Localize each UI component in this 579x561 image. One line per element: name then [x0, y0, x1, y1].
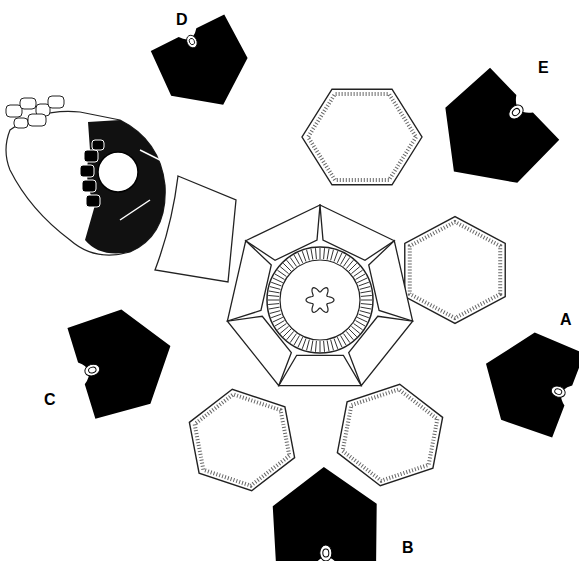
hexagon-cell [405, 217, 505, 324]
ring-segment [349, 316, 413, 385]
petal-letter: D [176, 12, 188, 28]
hexagon-cell [302, 89, 422, 185]
hexagon-hatch [195, 394, 290, 485]
pith-shape [306, 288, 334, 313]
central-ring [267, 247, 373, 353]
black-petal [469, 320, 579, 439]
ring-segment [227, 316, 291, 385]
hexagon-hatch [410, 222, 500, 318]
hexagon-hatch [343, 389, 438, 480]
black-petal [149, 14, 261, 124]
ring-segment [369, 241, 413, 321]
vascular-bundle [6, 96, 165, 255]
petal-letter: B [402, 540, 414, 556]
hexagon-hatch [308, 94, 416, 180]
ring-segment [279, 355, 361, 385]
petal-letter: E [538, 60, 549, 76]
black-petal [67, 299, 185, 421]
cell-outline [155, 176, 236, 282]
hexagon-cell [189, 389, 294, 490]
hexagon-cell [337, 384, 442, 485]
petal-letter: A [560, 312, 572, 328]
ring-hatch [268, 248, 372, 352]
central-inner [280, 260, 360, 340]
black-petal [418, 66, 561, 209]
petal-letter: C [44, 392, 56, 408]
black-petal [272, 466, 378, 561]
